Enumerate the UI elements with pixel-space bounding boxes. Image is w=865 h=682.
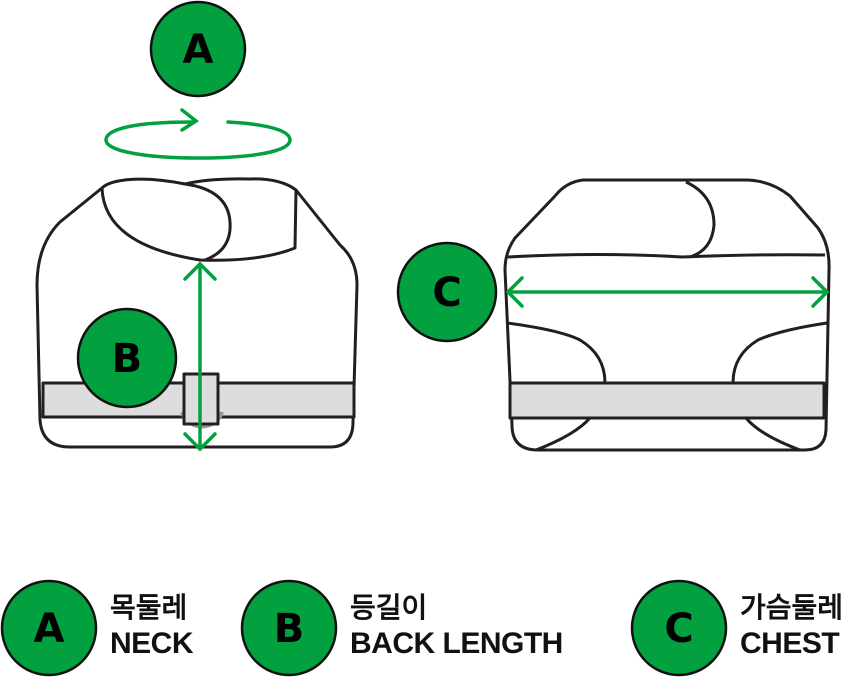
legend-english-label: BACK LENGTH bbox=[350, 627, 563, 660]
svg-text:B: B bbox=[274, 606, 305, 652]
svg-text:C: C bbox=[664, 606, 693, 652]
legend-english-label: NECK bbox=[110, 627, 194, 660]
legend-badge-c: C bbox=[630, 579, 728, 677]
chest-arrow-icon bbox=[505, 276, 830, 308]
legend-badge-a: A bbox=[0, 579, 98, 677]
back-length-arrow-icon bbox=[183, 261, 217, 452]
neck-rotation-arrow-icon bbox=[104, 108, 292, 160]
svg-text:C: C bbox=[432, 270, 461, 316]
chest-badge-c: C bbox=[396, 241, 498, 343]
legend-english-label: CHEST bbox=[740, 627, 840, 660]
neck-badge-a: A bbox=[149, 0, 247, 98]
garment-back-view bbox=[35, 177, 359, 449]
legend-item-neck: 목둘레 NECK bbox=[110, 590, 194, 662]
legend-korean-label: 목둘레 bbox=[110, 591, 188, 624]
svg-text:A: A bbox=[183, 27, 214, 73]
legend-item-back-length: 등길이 BACK LENGTH bbox=[350, 590, 563, 662]
legend-korean-label: 가슴둘레 bbox=[740, 591, 844, 624]
legend-badge-b: B bbox=[240, 579, 338, 677]
back-length-badge-b: B bbox=[76, 307, 178, 409]
svg-text:A: A bbox=[34, 606, 65, 652]
svg-text:B: B bbox=[112, 336, 143, 382]
garment-front-view bbox=[503, 178, 831, 452]
legend-item-chest: 가슴둘레 CHEST bbox=[740, 590, 843, 662]
legend-korean-label: 등길이 bbox=[350, 591, 428, 624]
